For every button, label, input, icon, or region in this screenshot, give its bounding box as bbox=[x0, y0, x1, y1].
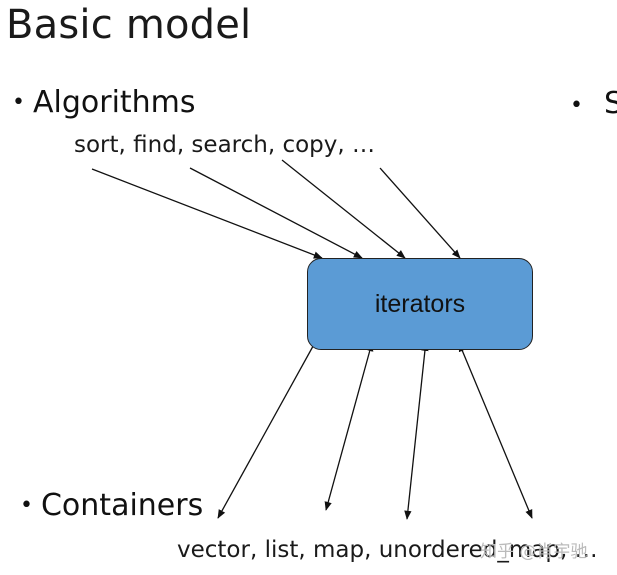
arrow-algorithms-to-iterators bbox=[379, 167, 461, 259]
bullet-icon: • bbox=[12, 90, 25, 115]
cut-off-bullet-text: S bbox=[604, 86, 617, 121]
arrow-algorithms-to-iterators bbox=[281, 159, 406, 259]
algorithms-bullet: • Algorithms bbox=[12, 85, 196, 120]
iterators-label: iterators bbox=[374, 289, 466, 318]
slide-title: Basic model bbox=[6, 2, 252, 48]
arrow-algorithms-to-iterators bbox=[91, 168, 323, 259]
containers-bullet: • Containers bbox=[20, 488, 203, 523]
algorithms-label: Algorithms bbox=[32, 85, 196, 120]
arrow-algorithms-to-iterators bbox=[189, 167, 363, 259]
algorithm-examples: sort, find, search, copy, … bbox=[74, 132, 376, 158]
arrow-iterators-containers bbox=[404, 341, 429, 520]
iterators-box: iterators bbox=[307, 258, 533, 350]
watermark: 知乎 @肖宇驰 bbox=[480, 542, 588, 562]
containers-label: Containers bbox=[40, 488, 204, 523]
bullet-icon: • bbox=[570, 93, 583, 118]
bullet-icon: • bbox=[20, 493, 33, 518]
arrow-iterators-containers bbox=[458, 342, 533, 519]
arrow-iterators-containers bbox=[324, 342, 374, 511]
arrow-iterators-containers bbox=[217, 331, 321, 519]
container-examples: vector, list, map, unordered_map, … bbox=[177, 537, 598, 563]
